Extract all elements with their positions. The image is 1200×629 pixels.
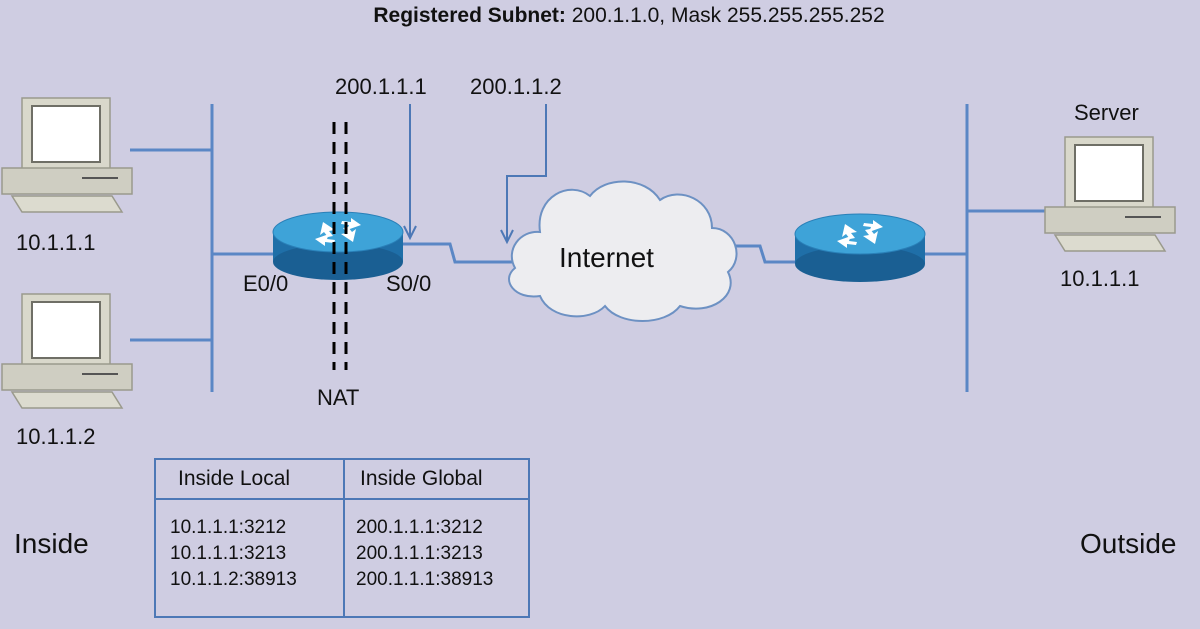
nat-translation-table: Inside Local Inside Global 10.1.1.1:3212… (154, 458, 530, 618)
table-cell-local: 10.1.1.2:38913 (170, 569, 297, 590)
inside-label: Inside (14, 528, 89, 559)
host2-ip-label: 10.1.1.2 (16, 424, 96, 449)
table-cell-local: 10.1.1.1:3213 (170, 543, 287, 564)
nat-router-icon (272, 211, 404, 281)
server-title-label: Server (1074, 100, 1139, 125)
host2-pc-icon (1, 293, 133, 409)
table-cell-global: 200.1.1.1:3213 (356, 543, 483, 564)
arrow-ip-2 (500, 104, 547, 245)
router-ip-2-label: 200.1.1.2 (470, 74, 562, 99)
diagram-title: Registered Subnet: 200.1.1.0, Mask 255.2… (0, 4, 1200, 28)
title-rest: 200.1.1.0, Mask 255.255.255.252 (565, 4, 885, 27)
host1-pc-icon (1, 97, 133, 213)
router-ip-1-label: 200.1.1.1 (335, 74, 427, 99)
inside-local-column: 10.1.1.1:3212 10.1.1.1:3213 10.1.1.2:389… (170, 515, 297, 593)
server-pc-icon (1044, 136, 1176, 252)
interface-e0-label: E0/0 (243, 271, 289, 296)
outside-label: Outside (1080, 528, 1177, 559)
header-inside-local: Inside Local (178, 467, 291, 490)
table-cell-global: 200.1.1.1:3212 (356, 517, 483, 538)
outside-router-wan-link (728, 244, 795, 264)
internet-label: Internet (559, 242, 654, 273)
header-inside-global: Inside Global (360, 467, 483, 490)
outside-router-icon (794, 213, 926, 283)
host1-ip-label: 10.1.1.1 (16, 230, 96, 255)
server-ip-label: 10.1.1.1 (1060, 266, 1140, 291)
arrow-ip-1 (403, 104, 417, 241)
table-header-divider (156, 498, 528, 500)
interface-s0-label: S0/0 (386, 271, 432, 296)
title-bold: Registered Subnet: (373, 4, 566, 27)
table-cell-local: 10.1.1.1:3212 (170, 517, 287, 538)
nat-label: NAT (317, 385, 360, 410)
table-column-divider (343, 460, 345, 616)
table-cell-global: 200.1.1.1:38913 (356, 569, 494, 590)
inside-global-column: 200.1.1.1:3212 200.1.1.1:3213 200.1.1.1:… (356, 515, 493, 593)
internet-cloud-icon (508, 180, 738, 322)
router-wan-link (403, 242, 520, 264)
